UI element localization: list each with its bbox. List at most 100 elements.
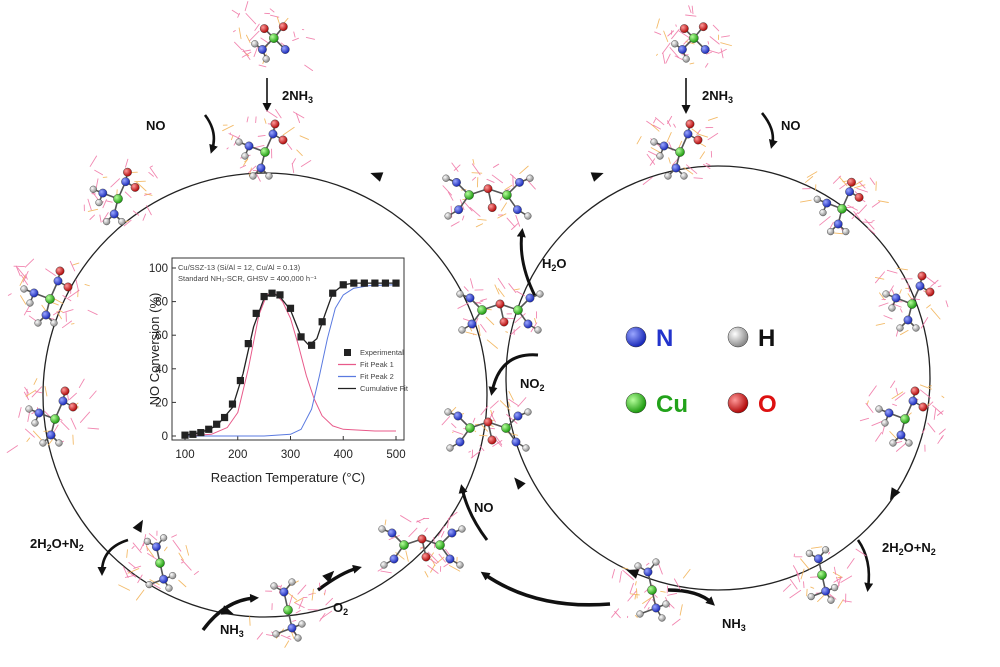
cu-atom — [113, 194, 122, 203]
h-atom — [523, 445, 530, 452]
o-atom — [926, 288, 934, 296]
n-atom — [288, 624, 296, 632]
h-atom — [827, 228, 834, 235]
h-atom — [459, 526, 466, 533]
legend-entry: Fit Peak 1 — [360, 360, 394, 369]
h-atom — [26, 406, 33, 413]
reaction-label-right-2h2o-n2: 2H2O+N2 — [882, 540, 936, 557]
experimental-point — [361, 280, 368, 287]
n-atom — [885, 409, 893, 417]
n-atom — [845, 188, 853, 196]
experimental-point — [205, 426, 212, 433]
h-atom — [831, 584, 838, 591]
o-atom — [488, 436, 496, 444]
cu-atom — [501, 423, 510, 432]
n-atom — [152, 543, 160, 551]
n-atom — [512, 438, 520, 446]
experimental-point — [297, 333, 304, 340]
o-atom — [496, 300, 504, 308]
cycle-direction-arrowhead — [133, 517, 148, 532]
n-atom — [454, 412, 462, 420]
h-atom — [118, 218, 125, 225]
h-atom — [32, 420, 39, 427]
cu-atom — [477, 305, 486, 314]
molecule-structure — [8, 259, 97, 328]
zeolite-framework — [442, 391, 526, 458]
reaction-label-right-nh3: NH3 — [722, 616, 746, 633]
experimental-point — [382, 280, 389, 287]
o-atom — [919, 403, 927, 411]
h-atom — [251, 40, 258, 47]
y-tick-label: 100 — [149, 263, 168, 275]
n-atom — [514, 412, 522, 420]
reaction-arrow — [484, 574, 610, 605]
h-atom — [876, 406, 883, 413]
key-o-sphere — [728, 393, 748, 413]
h-atom — [882, 420, 889, 427]
o-atom — [422, 553, 430, 561]
legend-entry: Cumulative Fit — [360, 384, 409, 393]
n-atom — [823, 199, 831, 207]
n-atom — [678, 45, 686, 53]
o-atom — [488, 203, 496, 211]
h-atom — [897, 325, 904, 332]
h-atom — [525, 409, 532, 416]
h-atom — [890, 440, 897, 447]
h-atom — [273, 631, 280, 638]
legend-entry: Experimental — [360, 348, 404, 357]
n-atom — [524, 320, 532, 328]
h-atom — [820, 209, 827, 216]
h-atom — [242, 153, 249, 160]
h-atom — [659, 615, 666, 622]
cu-atom — [647, 585, 656, 594]
key-cu-label: Cu — [656, 391, 688, 418]
h-atom — [263, 56, 270, 63]
n-atom — [897, 431, 905, 439]
cu-atom — [817, 570, 826, 579]
h-atom — [671, 40, 678, 47]
cu-atom — [50, 414, 59, 423]
n-atom — [814, 555, 822, 563]
molecule-structure — [7, 379, 98, 453]
chart-header-line1: Cu/SSZ-13 (Si/Al = 12, Cu/Al = 0.13) — [178, 263, 301, 272]
reaction-arrow — [858, 540, 869, 588]
experimental-point — [319, 318, 326, 325]
o-atom — [911, 387, 919, 395]
y-tick-label: 0 — [162, 431, 168, 443]
molecule-structure — [378, 512, 465, 577]
experimental-point — [245, 340, 252, 347]
h-atom — [381, 562, 388, 569]
reaction-label-left-2h2o-n2: 2H2O+N2 — [30, 536, 84, 553]
h-atom — [814, 196, 821, 203]
no-conversion-chart: Cu/SSZ-13 (Si/Al = 12, Cu/Al = 0.13) Sta… — [147, 258, 409, 485]
h-atom — [537, 291, 544, 298]
key-h-label: H — [758, 325, 775, 352]
molecule-structure — [800, 172, 888, 235]
n-atom — [280, 588, 288, 596]
cu-atom — [465, 423, 474, 432]
h-atom — [525, 213, 532, 220]
experimental-point — [197, 429, 204, 436]
n-atom — [701, 45, 709, 53]
reaction-label-left-nh3: NH3 — [220, 622, 244, 639]
n-atom — [54, 277, 62, 285]
reaction-arrow — [668, 590, 712, 603]
o-atom — [484, 185, 492, 193]
n-atom — [452, 178, 460, 186]
o-atom — [855, 193, 863, 201]
reaction-label-left-no: NO — [146, 118, 166, 133]
h-atom — [40, 440, 47, 447]
n-atom — [257, 164, 265, 172]
chart-header-line2: Standard NH₃-SCR, GHSV = 400,000 h⁻¹ — [178, 274, 317, 283]
experimental-point — [253, 310, 260, 317]
h-atom — [913, 325, 920, 332]
h-atom — [808, 593, 815, 600]
x-tick-label: 100 — [175, 449, 194, 461]
x-tick-label: 500 — [386, 449, 405, 461]
o-atom — [484, 418, 492, 426]
experimental-point — [308, 342, 315, 349]
reaction-label-center-no2: NO2 — [520, 376, 545, 393]
n-atom — [390, 555, 398, 563]
n-atom — [446, 555, 454, 563]
legend-swatch — [344, 349, 351, 356]
